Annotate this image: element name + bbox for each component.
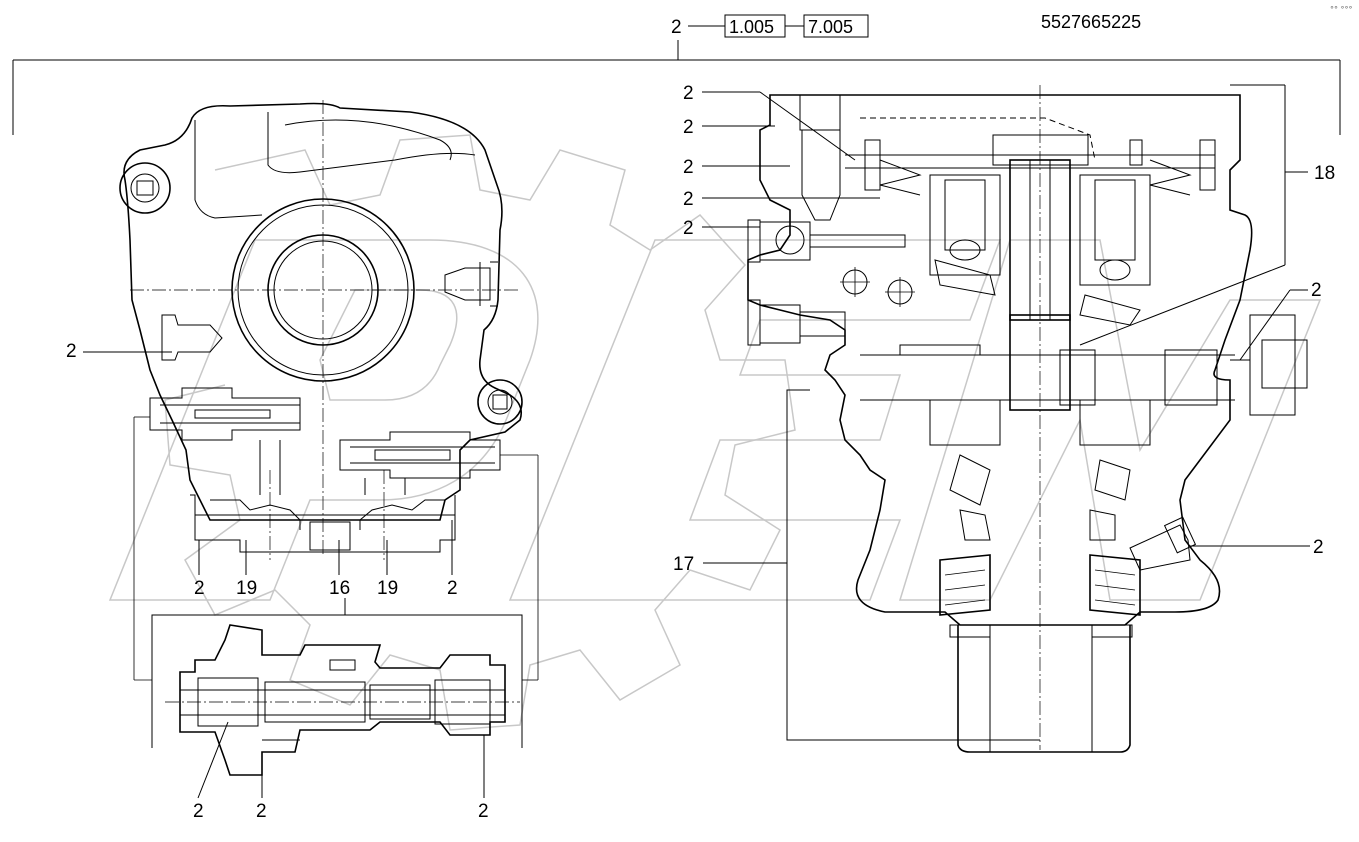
callout-right-2b: 2 bbox=[683, 117, 694, 138]
callout-right-2f: 2 bbox=[1311, 280, 1322, 301]
callout-bottom-2b: 2 bbox=[447, 578, 458, 599]
part-number: 5527665225 bbox=[1041, 12, 1141, 32]
callout-valve-2b: 2 bbox=[256, 801, 267, 822]
housing-front-callouts: 2 2 19 16 19 2 bbox=[66, 341, 458, 615]
ref-box-2 bbox=[803, 14, 869, 38]
ref-box-2-label: 7.005 bbox=[808, 17, 853, 37]
callout-right-18: 18 bbox=[1314, 163, 1335, 184]
valve-detail-callouts: 2 2 2 bbox=[193, 721, 489, 822]
header-block: 2 1.005 7.005 5527665225 °° °°° bbox=[12, 5, 1353, 135]
callout-left-2: 2 bbox=[66, 341, 77, 362]
callout-right-2g: 2 bbox=[1313, 537, 1324, 558]
corner-mark: °° °°° bbox=[1330, 5, 1353, 14]
watermark-logo bbox=[108, 134, 1322, 731]
callout-bottom-19b: 19 bbox=[377, 578, 398, 599]
callout-right-2d: 2 bbox=[683, 189, 694, 210]
callout-valve-2a: 2 bbox=[193, 801, 204, 822]
housing-section-callouts: 2 2 2 2 2 18 2 2 17 bbox=[673, 83, 1335, 575]
callout-bottom-2a: 2 bbox=[194, 578, 205, 599]
callout-bottom-16: 16 bbox=[329, 578, 350, 599]
ref-box-1-label: 1.005 bbox=[729, 17, 774, 37]
callout-right-2e: 2 bbox=[683, 218, 694, 239]
callout-right-2c: 2 bbox=[683, 157, 694, 178]
callout-bottom-19a: 19 bbox=[236, 578, 257, 599]
callout-right-17: 17 bbox=[673, 554, 694, 575]
header-ref-label: 2 bbox=[671, 17, 682, 38]
callout-valve-2c: 2 bbox=[478, 801, 489, 822]
callout-right-2a: 2 bbox=[683, 83, 694, 104]
housing-front-view bbox=[119, 100, 538, 560]
housing-section-view bbox=[747, 85, 1308, 753]
